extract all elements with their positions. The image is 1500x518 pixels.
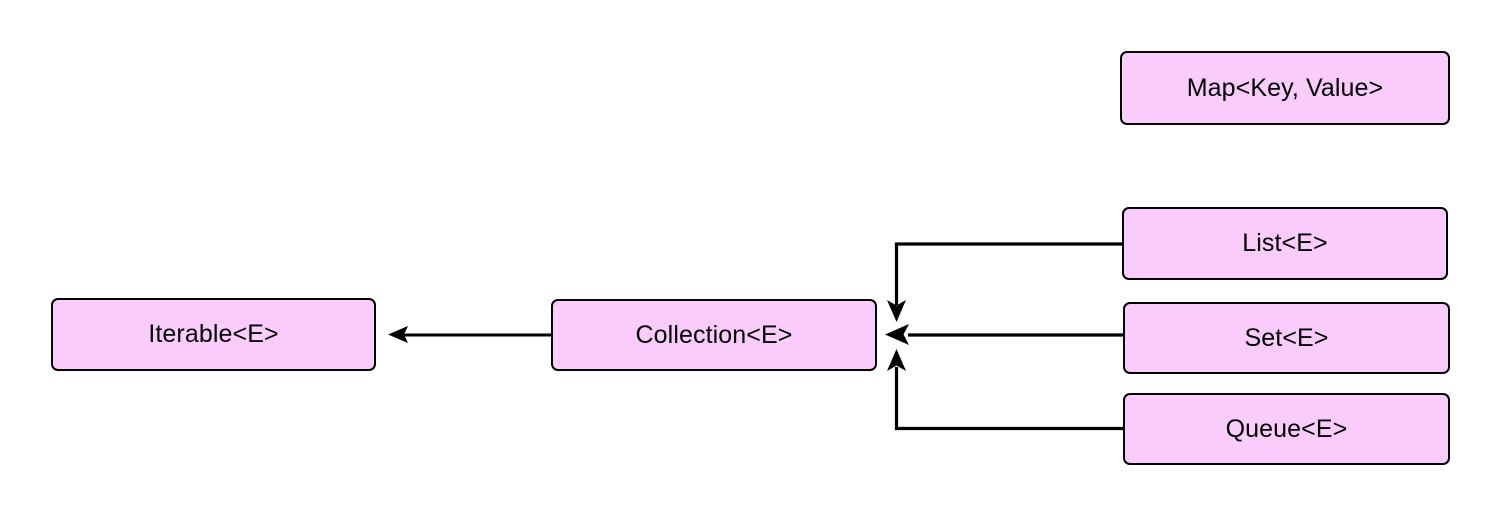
node-iterable-label: Iterable<E> xyxy=(148,320,279,348)
node-set-label: Set<E> xyxy=(1244,323,1329,352)
node-map-label: Map<Key, Value> xyxy=(1186,73,1384,102)
edge-list-to-collection xyxy=(887,242,1122,322)
node-collection-label: Collection<E> xyxy=(635,320,793,349)
edge-collection-to-iterable xyxy=(388,326,551,343)
node-set[interactable]: Set<E> xyxy=(1123,302,1450,374)
edge-set-to-collection xyxy=(885,324,1123,345)
node-queue[interactable]: Queue<E> xyxy=(1123,393,1450,465)
node-iterable[interactable]: Iterable<E> xyxy=(51,298,376,371)
node-queue-label: Queue<E> xyxy=(1225,414,1348,443)
node-list-label: List<E> xyxy=(1242,229,1328,257)
node-list[interactable]: List<E> xyxy=(1122,207,1448,280)
node-map[interactable]: Map<Key, Value> xyxy=(1120,51,1450,125)
edge-queue-to-collection xyxy=(887,349,1123,431)
node-collection[interactable]: Collection<E> xyxy=(551,299,877,371)
